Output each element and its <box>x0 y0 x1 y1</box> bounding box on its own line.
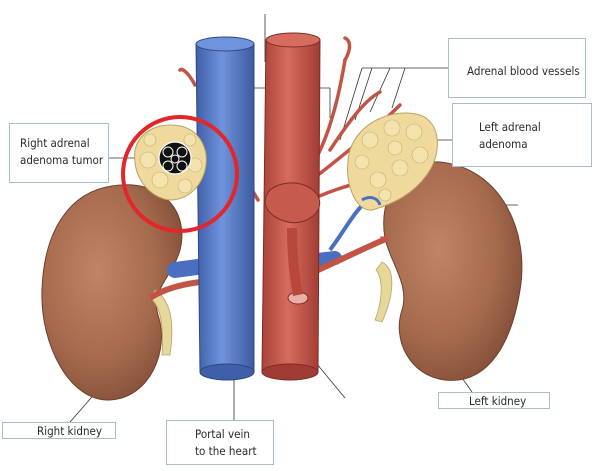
left-kidney-text: Left kidney <box>469 394 527 408</box>
vena-cava-top <box>195 36 255 52</box>
leader-line-vessels-4 <box>391 67 406 109</box>
portal-vein-text-line2: to the heart <box>195 444 257 458</box>
right-adrenal-text-line1: Right adrenal <box>20 136 90 150</box>
label-left-kidney: Left kidney <box>438 392 550 409</box>
label-portal-vein: Portal vein to the heart <box>166 420 274 465</box>
left-adrenal-text-line1: Left adrenal <box>479 120 541 134</box>
vena-cava-bottom <box>199 363 255 381</box>
right-kidney-shape <box>41 184 183 401</box>
label-right-adrenal: Right adrenal adenoma tumor <box>9 123 109 183</box>
aorta-bottom <box>261 363 319 381</box>
label-adrenal-blood-vessels: Adrenal blood vessels <box>448 38 586 98</box>
adrenal-blood-vessels-text: Adrenal blood vessels <box>467 64 580 78</box>
right-kidney-text: Right kidney <box>37 424 103 438</box>
leader-line-vessels-3 <box>369 67 391 113</box>
left-kidney-shape <box>383 161 523 381</box>
left-ureter <box>374 261 393 323</box>
right-ureter <box>149 289 173 356</box>
right-adrenal-text-line2: adenoma tumor <box>20 153 104 167</box>
left-adrenal-text-line2: adenoma <box>479 137 528 151</box>
adrenal-tumor <box>158 141 192 175</box>
portal-vein-text-line1: Portal vein <box>195 427 250 441</box>
mesenteric-artery <box>287 227 303 296</box>
aorta-top <box>265 32 321 48</box>
label-right-kidney: Right kidney <box>2 422 116 439</box>
highlight-circle <box>121 115 239 233</box>
label-left-adrenal: Left adrenal adenoma <box>452 103 592 167</box>
celiac-trunk <box>264 182 321 224</box>
left-adrenal-gland <box>347 112 438 211</box>
